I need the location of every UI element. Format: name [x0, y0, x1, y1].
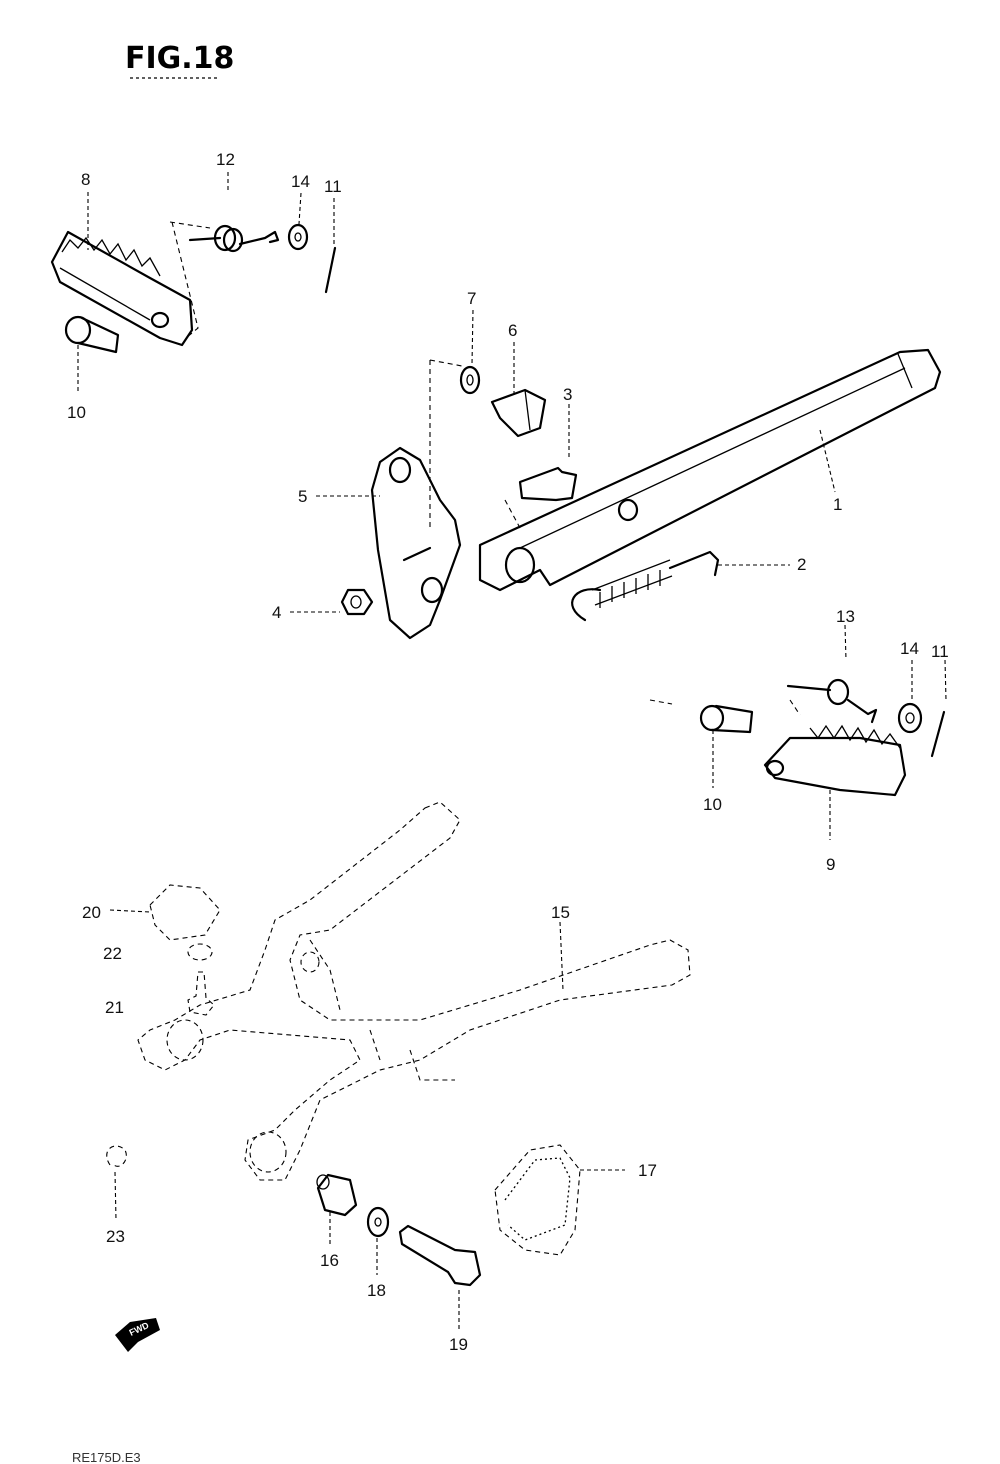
callout-15: 15 — [551, 903, 570, 922]
callout-16: 16 — [320, 1251, 339, 1270]
spring-left-part — [188, 224, 280, 253]
callout-22: 22 — [103, 944, 122, 963]
stopper-part — [149, 884, 221, 941]
footrest-right-part — [763, 724, 907, 797]
nut-part — [340, 588, 374, 616]
leader-lines — [77, 172, 947, 1330]
washer-22-part — [187, 943, 213, 961]
footrest-left-part — [50, 230, 194, 347]
callout-14-left: 14 — [291, 172, 310, 191]
stand-washer-part — [459, 365, 481, 395]
stand-bracket-part — [370, 446, 462, 640]
callout-11-left: 11 — [324, 177, 342, 196]
washer-right-part — [897, 702, 923, 734]
fwd-arrow-icon: FWD — [115, 1318, 160, 1352]
spring-right-part — [786, 678, 878, 724]
callout-3: 3 — [563, 385, 572, 404]
cotter-pin-right-part — [930, 710, 946, 758]
assembly-guide-left — [169, 221, 211, 339]
cover-17-part — [494, 1144, 581, 1256]
callout-1: 1 — [833, 495, 842, 514]
clevis-pin-left-part — [64, 315, 120, 354]
collar-16-part — [316, 1173, 358, 1217]
callout-5: 5 — [298, 487, 307, 506]
stand-spring-part — [571, 550, 720, 622]
callout-4: 4 — [272, 603, 281, 622]
clip-23-part — [106, 1145, 127, 1167]
callout-9: 9 — [826, 855, 835, 874]
footer-code: RE175D.E3 — [72, 1450, 141, 1464]
callout-19: 19 — [449, 1335, 468, 1354]
cotter-pin-left-part — [324, 246, 337, 294]
callout-7: 7 — [467, 289, 476, 308]
callout-6: 6 — [508, 321, 517, 340]
callout-8: 8 — [81, 170, 90, 189]
callout-20: 20 — [82, 903, 101, 922]
callout-18: 18 — [367, 1281, 386, 1300]
assembly-guide-right — [649, 699, 801, 716]
callout-13: 13 — [836, 607, 855, 626]
assembly-guide-stand — [429, 359, 521, 530]
callout-14-right: 14 — [900, 639, 919, 658]
callout-2: 2 — [797, 555, 806, 574]
washer-left-part — [287, 223, 309, 251]
center-stand-part — [137, 801, 691, 1181]
bolt-21-part — [187, 971, 215, 1016]
callout-10-right: 10 — [703, 795, 722, 814]
stand-bolt-part — [490, 388, 547, 438]
figure-title: FIG.18 — [125, 41, 234, 76]
side-stand-part — [478, 348, 942, 592]
callout-23: 23 — [106, 1227, 125, 1246]
callout-21: 21 — [105, 998, 124, 1017]
callout-17: 17 — [638, 1161, 657, 1180]
washer-18-part — [366, 1206, 390, 1238]
callout-12: 12 — [216, 150, 235, 169]
callout-11-right: 11 — [931, 642, 949, 661]
bolt-19-part — [398, 1224, 482, 1287]
clevis-pin-right-part — [699, 704, 754, 734]
spring-bolt-part — [518, 466, 578, 502]
callout-10-left: 10 — [67, 403, 86, 422]
